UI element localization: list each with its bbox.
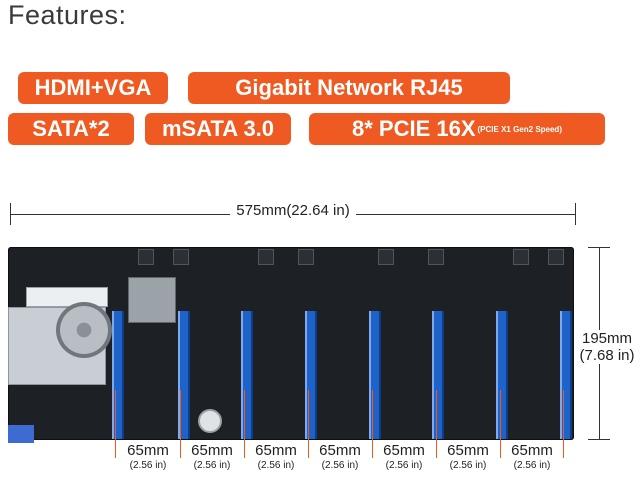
feature-badge-sata: SATA*2 <box>8 113 134 145</box>
spacing-in: (2.56 in) <box>257 460 295 471</box>
power-connector <box>428 249 444 265</box>
spacing-in: (2.56 in) <box>321 460 359 471</box>
vga-port <box>8 425 34 443</box>
spacing-mm: 65mm <box>127 442 169 459</box>
motherboard-image <box>8 247 574 443</box>
slot-spacing-label: 65mm (2.56 in) <box>244 442 308 473</box>
width-dimension: 575mm(22.64 in) <box>10 202 576 225</box>
pcie-slot <box>241 311 253 439</box>
spacing-mm: 65mm <box>191 442 233 459</box>
pcie-slot <box>560 311 572 439</box>
features-heading: Features: <box>8 0 127 30</box>
cmos-battery <box>198 409 222 433</box>
slot-guide-line <box>244 390 245 458</box>
pcie-slot <box>112 311 124 439</box>
pcie-slot <box>305 311 317 439</box>
spacing-mm: 65mm <box>447 442 489 459</box>
slot-spacing-label: 65mm (2.56 in) <box>116 442 180 473</box>
height-in: (7.68 in) <box>579 347 635 364</box>
slot-guide-line <box>180 390 181 458</box>
power-connector <box>513 249 529 265</box>
dimension-tick <box>575 203 576 225</box>
sata-port <box>138 249 154 265</box>
power-connector <box>298 249 314 265</box>
feature-badge-hdmi: HDMI+VGA <box>18 72 168 104</box>
feature-badge-pcie: 8* PCIE 16X(PCIE X1 Gen2 Speed) <box>309 113 605 145</box>
spacing-in: (2.56 in) <box>193 460 231 471</box>
sata-port <box>173 249 189 265</box>
feature-label: mSATA 3.0 <box>161 116 275 141</box>
pcie-slot <box>369 311 381 439</box>
slot-guide-line <box>500 390 501 458</box>
slot-spacing-label: 65mm (2.56 in) <box>436 442 500 473</box>
slot-spacing-label: 65mm (2.56 in) <box>180 442 244 473</box>
power-connector <box>548 249 564 265</box>
feature-label: SATA*2 <box>32 116 110 141</box>
slot-guide-line <box>115 390 116 458</box>
width-value: 575mm(22.64 in) <box>230 202 356 219</box>
pcie-slot <box>496 311 508 439</box>
feature-badge-msata: mSATA 3.0 <box>145 113 291 145</box>
chipset <box>128 277 176 323</box>
height-label: 195mm (7.68 in) <box>574 330 640 364</box>
spacing-mm: 65mm <box>255 442 297 459</box>
width-label: 575mm(22.64 in) <box>10 202 576 219</box>
spacing-in: (2.56 in) <box>129 460 167 471</box>
fan-icon <box>56 302 112 358</box>
slot-spacing-label: 65mm (2.56 in) <box>308 442 372 473</box>
pcie-slot <box>432 311 444 439</box>
power-connector <box>258 249 274 265</box>
spacing-in: (2.56 in) <box>385 460 423 471</box>
spacing-mm: 65mm <box>319 442 361 459</box>
spacing-in: (2.56 in) <box>513 460 551 471</box>
slot-guide-line <box>563 390 564 458</box>
slot-guide-line <box>308 390 309 458</box>
slot-spacing-label: 65mm (2.56 in) <box>500 442 564 473</box>
spacing-in: (2.56 in) <box>449 460 487 471</box>
spacing-mm: 65mm <box>383 442 425 459</box>
slot-guide-line <box>436 390 437 458</box>
slot-guide-line <box>372 390 373 458</box>
spacing-mm: 65mm <box>511 442 553 459</box>
feature-label: Gigabit Network RJ45 <box>235 75 463 100</box>
feature-label: HDMI+VGA <box>34 75 152 100</box>
dimension-tick <box>10 203 11 225</box>
slot-spacing-label: 65mm (2.56 in) <box>372 442 436 473</box>
power-connector <box>378 249 394 265</box>
feature-note: (PCIE X1 Gen2 Speed) <box>477 125 562 135</box>
dimension-tick <box>588 439 610 440</box>
pcie-slot <box>178 311 190 439</box>
feature-label: 8* PCIE 16X <box>352 116 476 141</box>
feature-badge-network: Gigabit Network RJ45 <box>188 72 510 104</box>
dimension-tick <box>588 247 610 248</box>
height-mm: 195mm <box>581 330 633 347</box>
